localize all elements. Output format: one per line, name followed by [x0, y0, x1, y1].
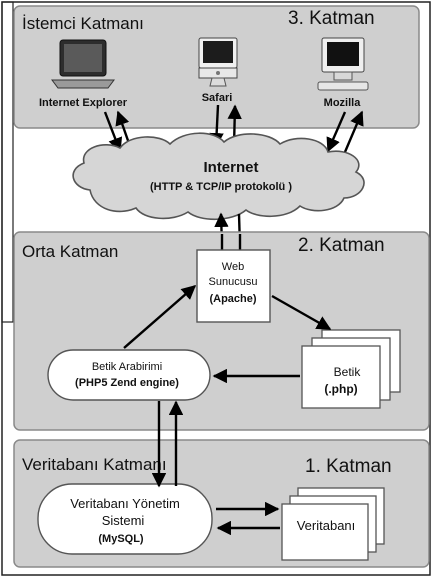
desktop-monitor-icon [317, 37, 369, 91]
client-internet-arrows [103, 104, 364, 153]
database-arrows [216, 501, 280, 536]
dbms-line1: Veritabanı Yönetim [70, 496, 180, 511]
client-layer-title: İstemci Katmanı [22, 14, 144, 33]
dbms-box: Veritabanı Yönetim Sistemi (MySQL) [37, 483, 213, 555]
middle-layer: Orta Katman 2. Katman Web Sunucusu (Apac… [13, 231, 430, 431]
internet-cloud: Internet (HTTP & TCP/IP protokolü ) [72, 132, 365, 221]
web-server-line2: Sunucusu [209, 276, 258, 288]
script-documents: Betik (.php) [301, 329, 401, 409]
internet-title: Internet [203, 159, 258, 176]
middle-layer-title: Orta Katman [22, 242, 118, 261]
web-server-line3: (Apache) [209, 293, 256, 305]
middle-layer-tier: 2. Katman [298, 235, 385, 256]
client-label-mozilla: Mozilla [324, 97, 362, 109]
laptop-icon [51, 39, 115, 89]
client-layer: İstemci Katmanı 3. Katman Internet Explo… [13, 5, 420, 129]
interface-dbms-arrows [151, 400, 184, 488]
left-side-bracket [1, 1, 14, 323]
middle-flow-arrows [123, 285, 332, 384]
script-interface-line1: Betik Arabirimi [92, 361, 162, 373]
script-interface: Betik Arabirimi (PHP5 Zend engine) [47, 349, 211, 401]
dbms-line3: (MySQL) [98, 533, 144, 545]
web-server-box: Web Sunucusu (Apache) [196, 249, 271, 323]
client-label-ie: Internet Explorer [39, 97, 128, 109]
database-store: Veritabanı [281, 487, 385, 561]
internet-subtitle: (HTTP & TCP/IP protokolü ) [150, 181, 292, 193]
client-layer-tier: 3. Katman [288, 8, 375, 29]
dbms-line2: Sistemi [102, 513, 145, 528]
database-store-label: Veritabanı [297, 518, 356, 533]
web-server-line1: Web [222, 261, 244, 273]
script-interface-line2: (PHP5 Zend engine) [75, 377, 179, 389]
database-layer-tier: 1. Katman [305, 456, 392, 477]
database-layer: Veritabanı Katmanı 1. Katman Veritabanı … [13, 439, 430, 568]
internet-cloud-shape [72, 132, 365, 221]
database-layer-title: Veritabanı Katmanı [22, 455, 167, 474]
script-line1: Betik [334, 365, 362, 379]
client-label-safari: Safari [202, 92, 233, 104]
script-line2: (.php) [324, 382, 357, 396]
imac-icon [198, 37, 238, 87]
